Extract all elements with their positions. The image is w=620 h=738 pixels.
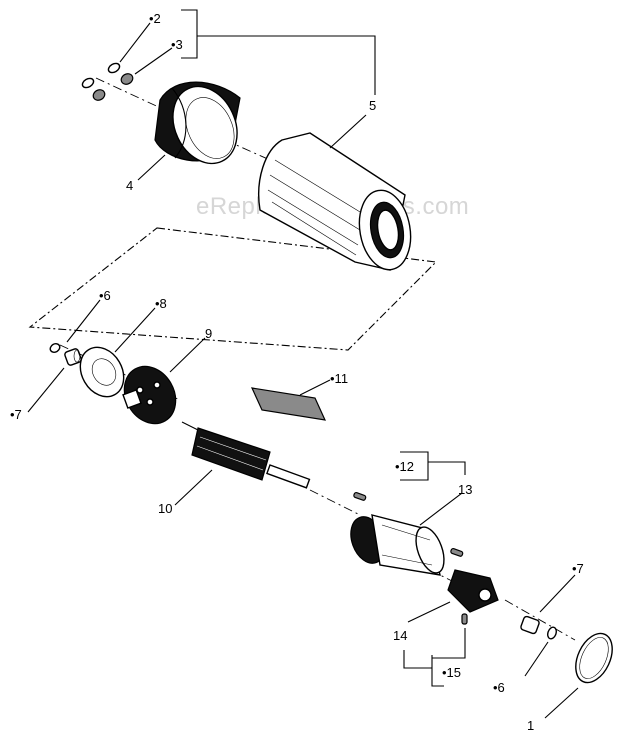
part-6-ring-left [49, 343, 61, 353]
label-3: •3 [171, 37, 183, 52]
part-7-bearing-right [520, 615, 540, 635]
part-15-pin [461, 613, 468, 625]
leader-lines [27, 9, 579, 719]
label-13: 13 [458, 482, 472, 497]
label-8: •8 [155, 296, 167, 311]
part-3-washers [92, 73, 134, 101]
part-12-pins [353, 491, 464, 557]
label-4: 4 [126, 178, 133, 193]
part-10-rotor [181, 421, 311, 489]
part-11-vane [250, 387, 327, 421]
label-2: •2 [149, 11, 161, 26]
part-5-housing [258, 132, 412, 271]
label-14: 14 [393, 628, 407, 643]
label-7-left: •7 [10, 407, 22, 422]
label-15: •15 [442, 665, 461, 680]
part-4-end-cap [154, 81, 241, 165]
label-12: •12 [395, 459, 414, 474]
part-1-o-ring [575, 632, 613, 684]
part-13-cylinder-block [350, 514, 445, 576]
label-9: 9 [205, 326, 212, 341]
label-7-right: •7 [572, 561, 584, 576]
part-7-bearing-left [64, 348, 82, 366]
label-1: 1 [527, 718, 534, 733]
label-6-top: •6 [99, 288, 111, 303]
part-9-end-plate [122, 365, 177, 425]
label-5: 5 [369, 98, 376, 113]
label-6-bottom: •6 [493, 680, 505, 695]
part-6-ring-right [547, 626, 557, 640]
part-labels: •2 •3 5 4 •6 •8 9 •7 •11 10 •12 13 •7 14… [10, 11, 584, 733]
label-11: •11 [330, 371, 348, 386]
label-10: 10 [158, 501, 172, 516]
part-8-plate [79, 346, 125, 398]
part-14-end-plate [447, 569, 499, 613]
part-2-retaining-rings [81, 62, 121, 89]
